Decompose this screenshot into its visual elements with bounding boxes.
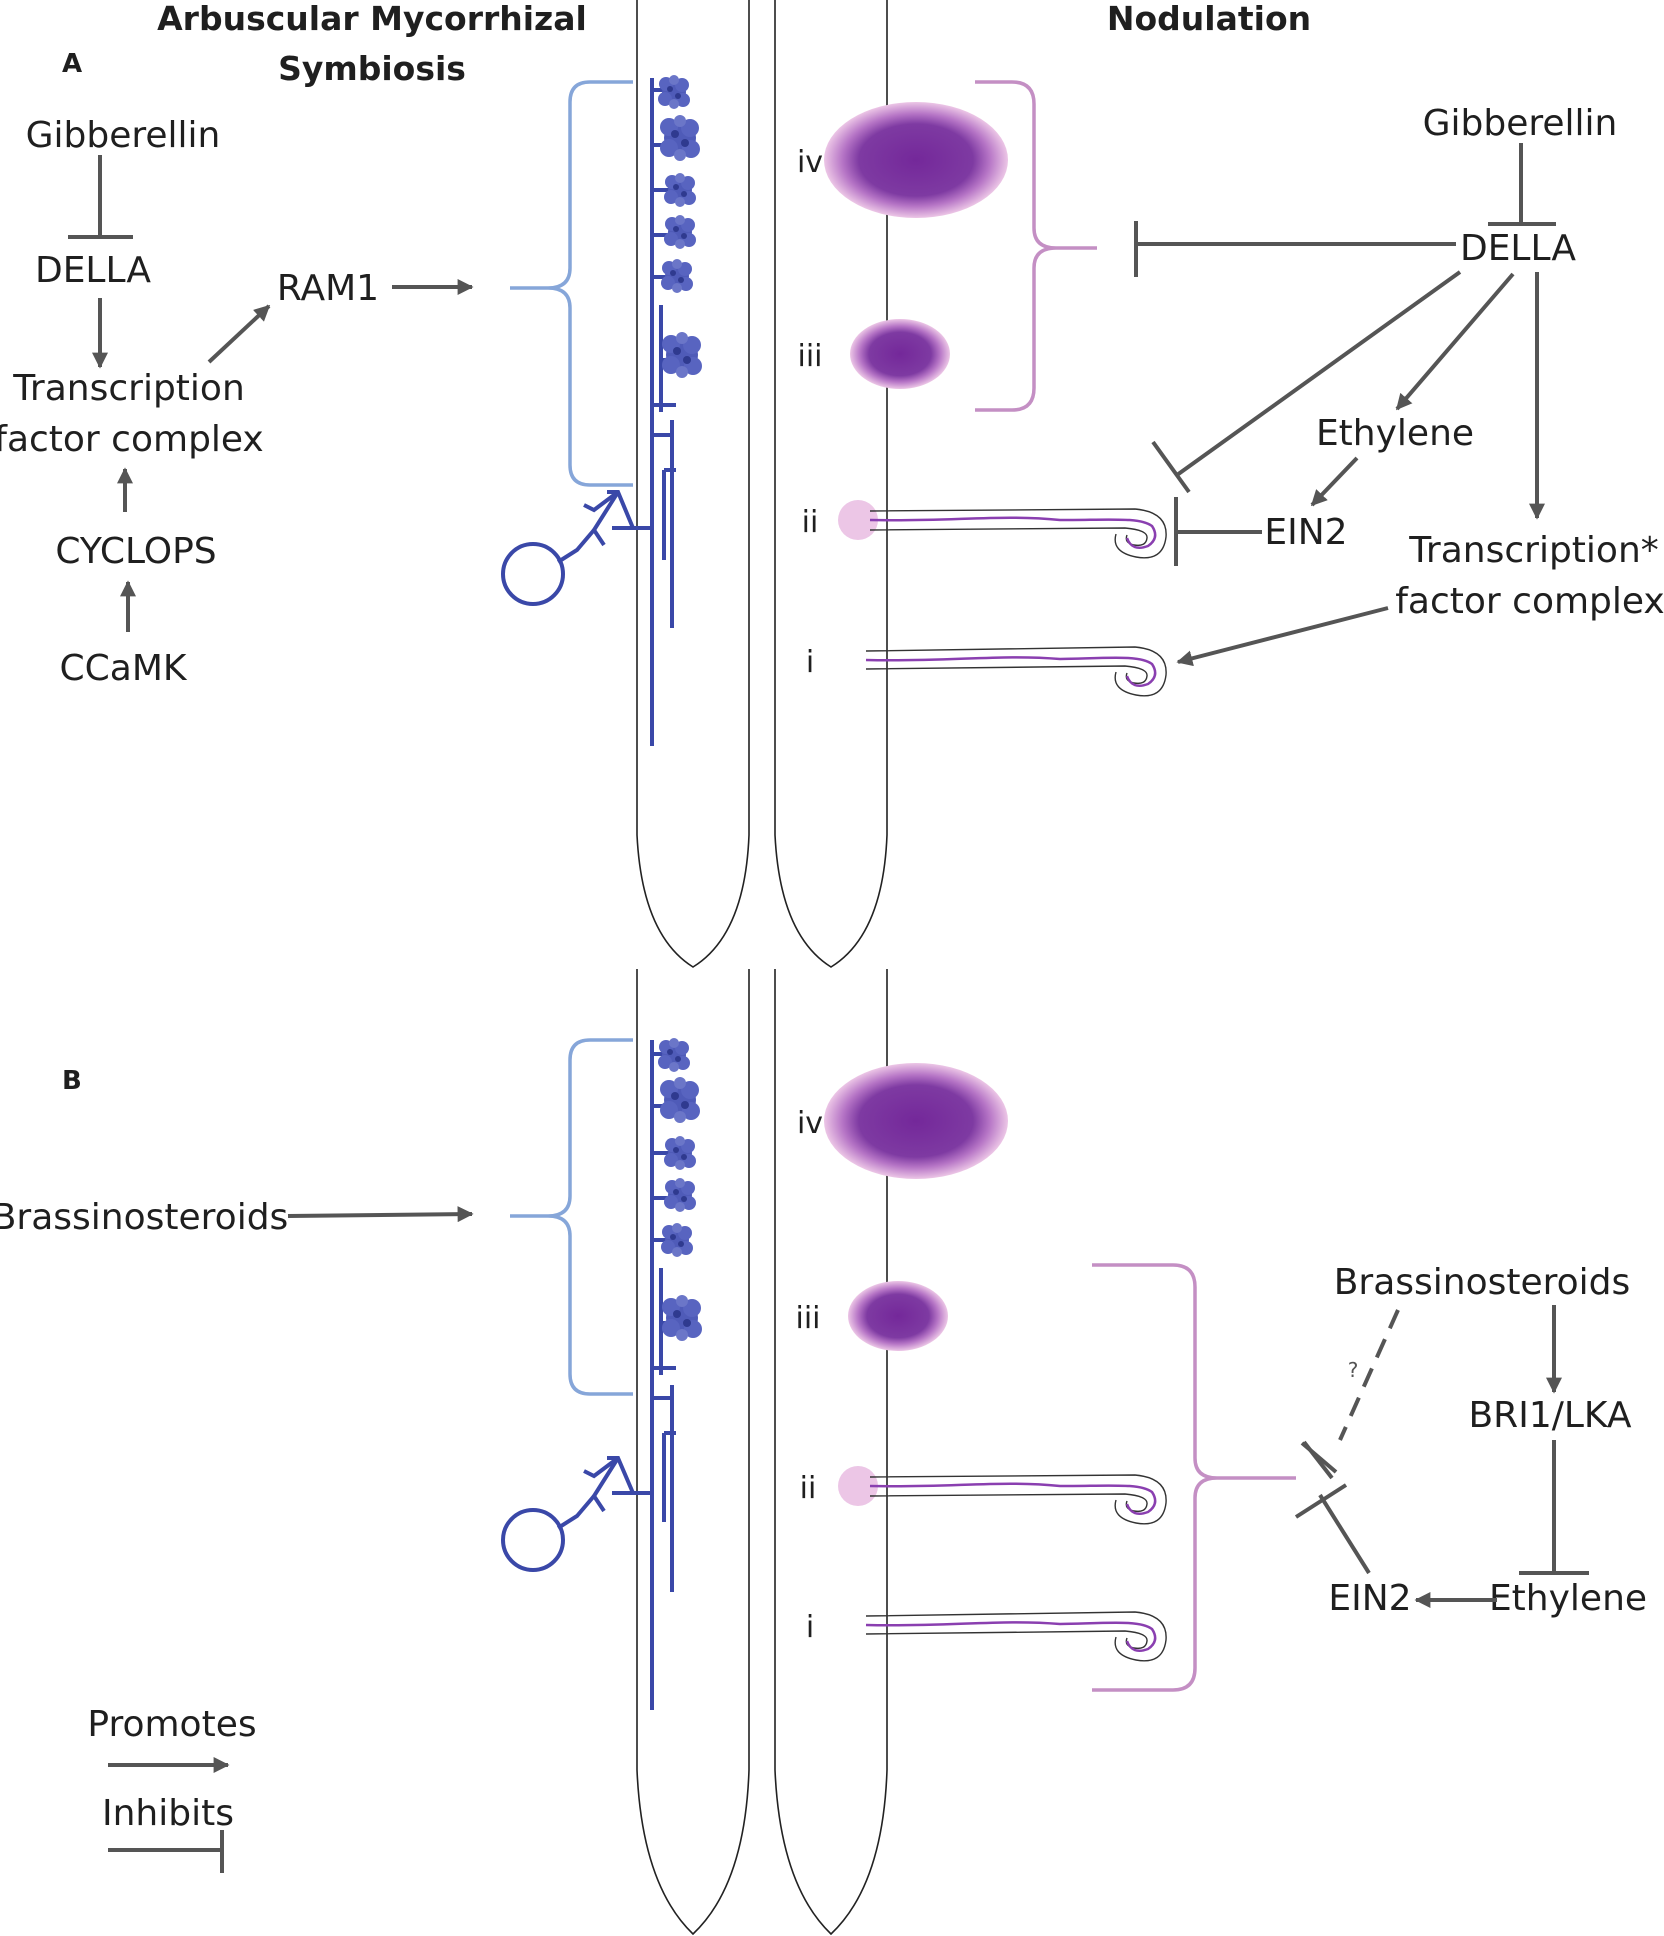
infection-thread-stage-ii-a	[838, 500, 1167, 559]
nodule-stage-iv-a	[824, 102, 1008, 218]
arrow-tf-infection-thread-a	[1176, 606, 1389, 667]
question-mark-label: ?	[1348, 1358, 1359, 1382]
inhibit-della-infection-thread	[1151, 270, 1462, 494]
della-label-a-left: DELLA	[35, 250, 151, 291]
gibberellin-label-a-right: Gibberellin	[1423, 103, 1618, 144]
am-header-line1: Arbuscular Mycorrhizal	[157, 0, 587, 38]
root-outlines	[636, 0, 888, 1936]
della-label-a-right: DELLA	[1460, 228, 1576, 269]
inhibit-gibberellin-della-a-right	[1488, 143, 1556, 226]
panel-label-b: B	[62, 1066, 82, 1096]
infection-thread-stage-ii-b	[838, 1466, 1167, 1525]
arrow-della-ethylene	[1395, 272, 1515, 411]
brassinosteroids-label-b-left: Brassinosteroids	[0, 1197, 288, 1238]
arrow-ethylene-ein2	[1310, 456, 1359, 507]
ccamk-label: CCaMK	[59, 648, 187, 689]
stage-label-iii-b: iii	[795, 1301, 820, 1336]
ein2-label-a: EIN2	[1264, 512, 1347, 553]
nodule-stage-iii-b	[848, 1281, 948, 1351]
ein2-label-b: EIN2	[1328, 1578, 1411, 1619]
arrow-brassinosteroids-am	[287, 1206, 474, 1223]
bri1-lka-label: BRI1/LKA	[1468, 1395, 1631, 1436]
tf-label-a-left-line2: factor complex	[0, 419, 264, 460]
stage-label-iv-b: iv	[797, 1106, 823, 1141]
brassinosteroids-label-b-right: Brassinosteroids	[1334, 1262, 1631, 1303]
arrow-tf-ram1	[207, 304, 271, 364]
stage-label-ii-b: ii	[800, 1471, 817, 1506]
nodule-stage-iii-a	[850, 319, 950, 389]
infection-thread-stage-i-a	[865, 646, 1167, 697]
am-header-line2: Symbiosis	[278, 49, 466, 88]
legend-inhibits-symbol	[108, 1830, 224, 1873]
am-hyphae-a	[501, 75, 702, 746]
stage-label-i-b: i	[806, 1610, 814, 1645]
tf-label-a-right-line2: factor complex	[1395, 581, 1664, 622]
tf-label-a-left-line1: Transcription	[12, 368, 245, 409]
ethylene-label-a: Ethylene	[1316, 413, 1474, 454]
ethylene-label-b: Ethylene	[1489, 1578, 1647, 1619]
inhibit-gibberellin-della-a	[68, 155, 133, 239]
legend-promotes-label: Promotes	[87, 1704, 256, 1745]
inhibit-bri1-ethylene	[1519, 1440, 1589, 1575]
am-brace-a	[510, 80, 633, 487]
stage-label-iv-a: iv	[797, 145, 823, 180]
nodulation-header: Nodulation	[1107, 0, 1311, 38]
nodulation-brace-b	[1092, 1263, 1296, 1692]
inhibit-brassinosteroids-nodulation-dashed	[1300, 1309, 1400, 1480]
am-hyphae-b	[501, 1038, 702, 1710]
nodule-stage-iv-b	[824, 1063, 1008, 1179]
stage-label-iii-a: iii	[797, 339, 822, 374]
stage-label-i-a: i	[806, 645, 814, 680]
tf-label-a-right-line1: Transcription*	[1408, 530, 1659, 571]
panel-label-a: A	[62, 49, 82, 79]
gibberellin-label-a-left: Gibberellin	[26, 115, 221, 156]
nodulation-brace-a	[975, 80, 1097, 412]
am-brace-b	[510, 1038, 633, 1396]
cyclops-label: CYCLOPS	[55, 531, 216, 572]
inhibit-ein2-nodulation	[1294, 1483, 1371, 1575]
legend-inhibits-label: Inhibits	[102, 1793, 234, 1834]
ram1-label: RAM1	[277, 268, 379, 309]
stage-label-ii-a: ii	[802, 505, 819, 540]
inhibit-ein2-infection-thread	[1174, 497, 1262, 566]
inhibit-della-nodule-organogenesis	[1134, 221, 1456, 277]
infection-thread-stage-i-b	[865, 1611, 1167, 1662]
